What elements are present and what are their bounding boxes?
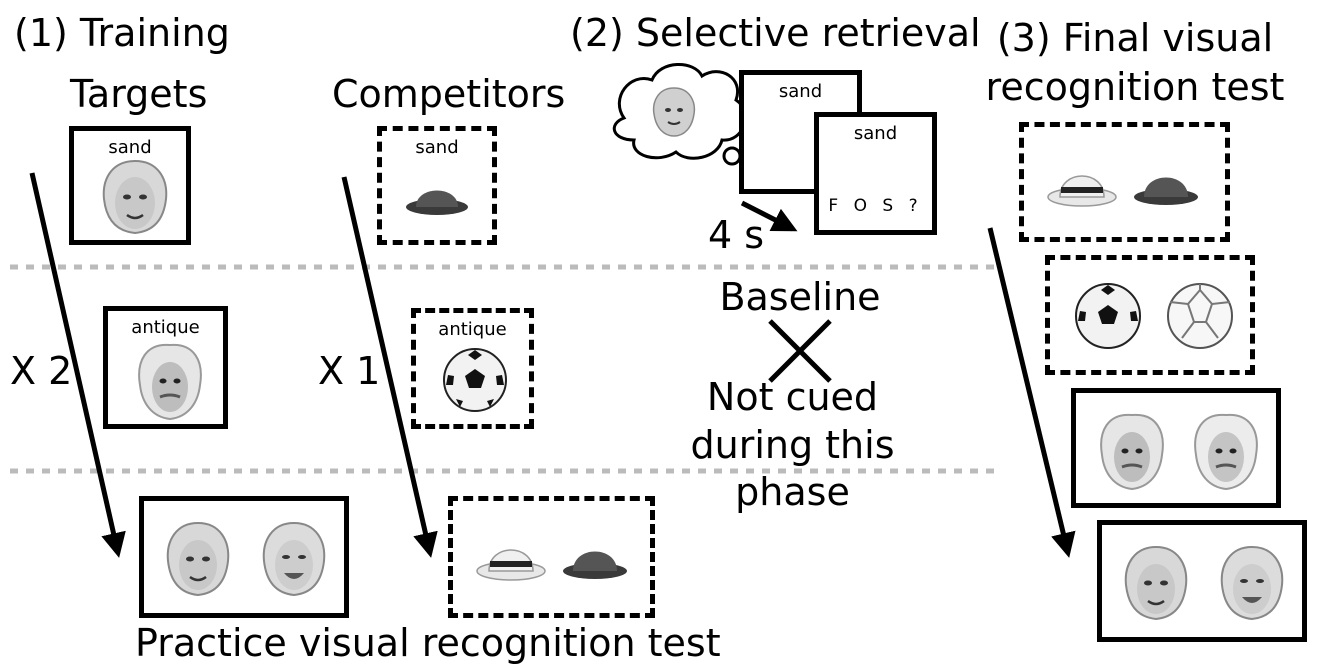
cue-word: sand: [415, 137, 459, 158]
competitor-card-sand: sand: [377, 126, 497, 245]
target-card-sand: sand: [69, 126, 191, 245]
phase-1-title: (1) Training: [14, 11, 230, 55]
competitors-label: Competitors: [332, 72, 566, 116]
cue-word: antique: [438, 319, 507, 340]
final-card-einstein: [1071, 388, 1281, 508]
baseline-label: Baseline: [719, 275, 881, 319]
face-einstein-image: [138, 343, 202, 421]
word-fragment: F O S ?: [828, 196, 923, 216]
ball-pair-image: [1075, 283, 1233, 349]
hat-pair-image: [476, 549, 627, 581]
face-pair-image: [166, 521, 326, 597]
target-card-antique: antique: [103, 306, 228, 429]
cross-mark-icon: [768, 319, 832, 383]
baseline-note: Not cued during this phase: [690, 375, 895, 514]
competitors-repetition: X 1: [318, 349, 381, 393]
cue-word: sand: [778, 81, 823, 102]
phase-3-title: (3) Final visual recognition test: [985, 16, 1285, 110]
face-blonde-image: [102, 159, 168, 235]
retrieval-arrow: [740, 200, 798, 232]
bowler-hat-image: [406, 190, 468, 215]
competitors-arrow: [341, 176, 438, 558]
targets-label: Targets: [70, 72, 208, 116]
phase-2-title: (2) Selective retrieval: [570, 11, 981, 55]
final-test-arrow: [987, 227, 1076, 558]
practice-card-faces: [139, 496, 349, 618]
hat-pair-image: [1047, 175, 1198, 207]
cue-word: antique: [131, 317, 200, 338]
face-pair-image: [1124, 545, 1284, 621]
cue-word: sand: [108, 137, 152, 158]
final-card-faces: [1097, 520, 1307, 642]
soccer-ball-image: [443, 348, 507, 412]
targets-repetition: X 2: [10, 349, 73, 393]
face-pair-image: [1100, 413, 1258, 491]
practice-card-hats: [448, 496, 655, 618]
competitor-card-antique: antique: [411, 308, 534, 429]
cue-word: sand: [853, 123, 898, 144]
retrieval-duration: 4 s: [708, 213, 765, 257]
final-card-balls: [1045, 255, 1255, 375]
targets-arrow: [29, 172, 126, 558]
final-card-hats: [1019, 122, 1230, 242]
retrieval-card-front: sand F O S ?: [814, 112, 937, 235]
practice-test-label: Practice visual recognition test: [135, 621, 721, 665]
